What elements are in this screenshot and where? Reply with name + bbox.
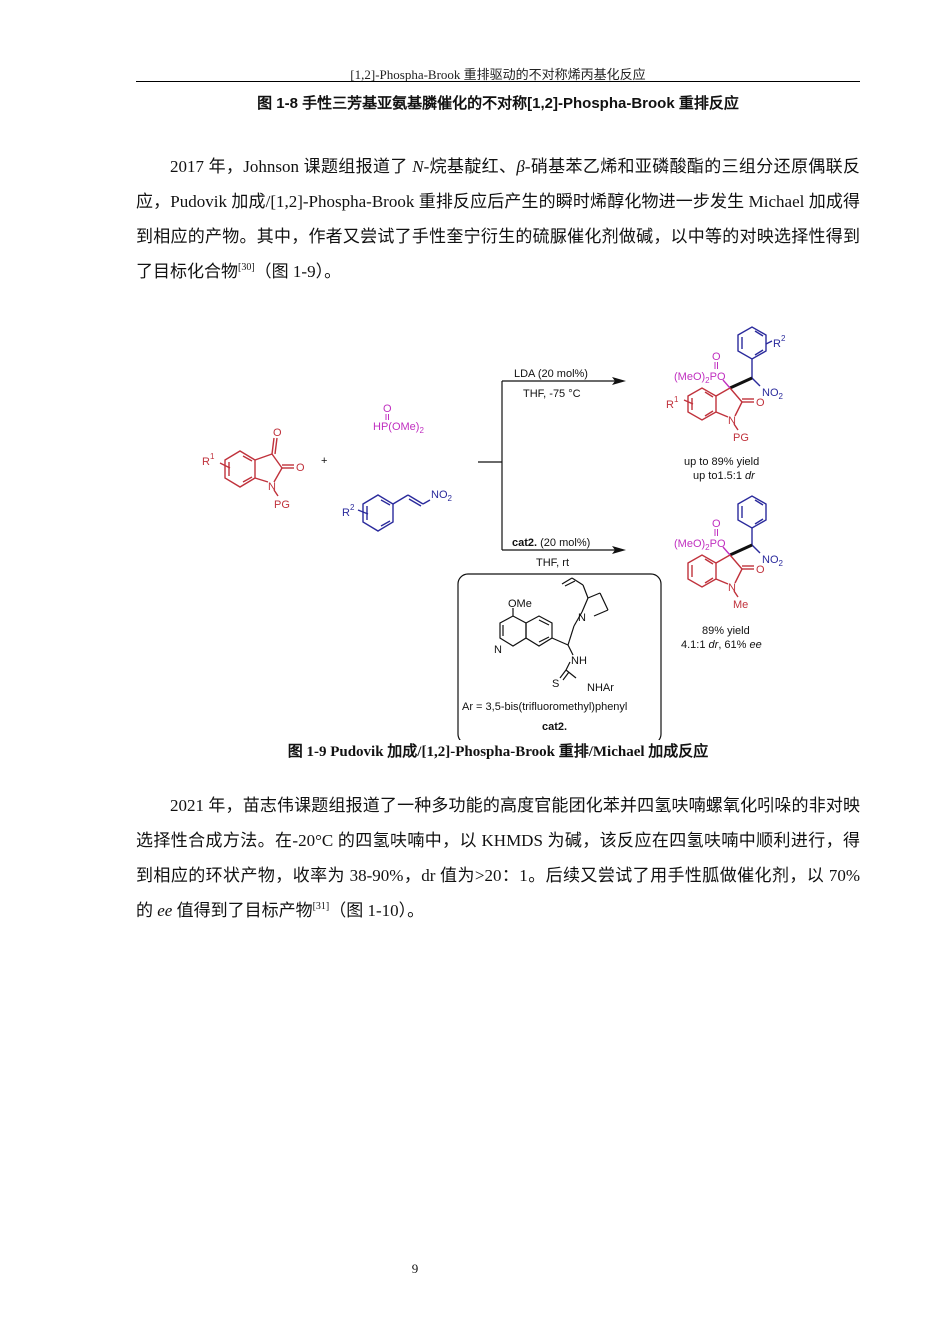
svg-text:NO2: NO2 xyxy=(762,387,784,401)
svg-text:2: 2 xyxy=(781,334,786,343)
svg-text:O: O xyxy=(756,564,765,576)
lower-arrowhead xyxy=(612,546,626,554)
paragraph-2: 2021 年，苗志伟课题组报道了一种多功能的高度官能团化苯并四氢呋喃螺氧化吲哚的… xyxy=(136,796,860,920)
svg-text:2: 2 xyxy=(350,503,355,512)
svg-text:R: R xyxy=(666,399,674,411)
nitrostyrene-r2: R xyxy=(342,507,350,519)
lower-condition-reagent: cat2. (20 mol%) xyxy=(512,537,590,549)
catalyst-nh: NH xyxy=(571,655,587,667)
catalyst-ar-definition: Ar = 3,5-bis(trifluoromethyl)phenyl xyxy=(462,701,627,713)
catalyst-structure xyxy=(499,577,609,681)
isatin-n: N xyxy=(268,481,276,493)
nitrostyrene-structure xyxy=(357,494,431,532)
upper-condition-reagent: LDA (20 mol%) xyxy=(514,368,588,380)
svg-text:1: 1 xyxy=(674,395,679,404)
figure-1-8-caption: 图 1-8 手性三芳基亚氨基膦催化的不对称[1,2]-Phospha-Brook… xyxy=(257,95,739,112)
svg-text:N: N xyxy=(728,582,736,594)
figure-1-9-caption: 图 1-9 Pudovik 加成/[1,2]-Phospha-Brook 重排/… xyxy=(287,744,709,760)
product-2-yield: 89% yield xyxy=(702,625,750,637)
page-number: 9 xyxy=(411,1261,419,1276)
product-1-dr: up to1.5:1 dr xyxy=(693,470,756,482)
catalyst-label: cat2. xyxy=(542,721,567,733)
product-2-structure xyxy=(687,495,767,598)
svg-text:N: N xyxy=(728,415,736,427)
svg-text:NO2: NO2 xyxy=(762,554,784,568)
catalyst-quinoline-n: N xyxy=(494,644,502,656)
svg-text:O: O xyxy=(383,403,392,415)
svg-text:O: O xyxy=(712,351,721,363)
product-1-yield: up to 89% yield xyxy=(684,456,759,468)
branching-arrows xyxy=(478,380,615,551)
product-1-structure xyxy=(683,326,773,431)
isatin-o-top: O xyxy=(273,427,282,439)
product-1-phosphate: (MeO)2PO xyxy=(674,371,726,385)
isatin-r1: R xyxy=(202,456,210,468)
phosphite-structure: O HP(OMe)2 xyxy=(373,403,424,435)
running-header: [1,2]-Phospha-Brook 重排驱动的不对称烯丙基化反应 xyxy=(350,67,646,82)
svg-text:1: 1 xyxy=(210,452,215,461)
svg-text:HP(OMe)2: HP(OMe)2 xyxy=(373,421,424,435)
plus-sign: + xyxy=(321,455,327,467)
catalyst-nhar: NHAr xyxy=(587,682,614,694)
upper-arrowhead xyxy=(612,377,626,385)
svg-text:O: O xyxy=(756,397,765,409)
paragraph-1: 2017 年，Johnson 课题组报道了 N-烷基靛红、β-硝基苯乙烯和亚磷酸… xyxy=(136,157,860,281)
lower-condition-solvent: THF, rt xyxy=(536,557,569,569)
upper-condition-solvent: THF, -75 °C xyxy=(523,388,581,400)
product-2-phosphate: (MeO)2PO xyxy=(674,538,726,552)
svg-text:PG: PG xyxy=(733,432,749,444)
catalyst-quinuclidine-n: N xyxy=(578,612,586,624)
citation-30[interactable]: [30] xyxy=(238,262,255,273)
catalyst-ome: OMe xyxy=(508,598,532,610)
svg-text:O: O xyxy=(712,518,721,530)
reaction-scheme-figure-1-9: O O N PG R 1 + O HP(OMe)2 NO2 R 2 xyxy=(190,320,830,745)
svg-text:Me: Me xyxy=(733,599,748,611)
header-rule xyxy=(136,81,860,82)
svg-text:R: R xyxy=(773,338,781,350)
isatin-pg: PG xyxy=(274,499,290,511)
nitrostyrene-no2: NO2 xyxy=(431,489,453,503)
isatin-structure xyxy=(219,437,294,497)
catalyst-box xyxy=(457,573,662,745)
citation-31[interactable]: [31] xyxy=(312,901,330,912)
catalyst-s: S xyxy=(552,678,559,690)
isatin-o-right: O xyxy=(296,462,305,474)
product-2-dr-ee: 4.1:1 dr, 61% ee xyxy=(681,639,762,651)
